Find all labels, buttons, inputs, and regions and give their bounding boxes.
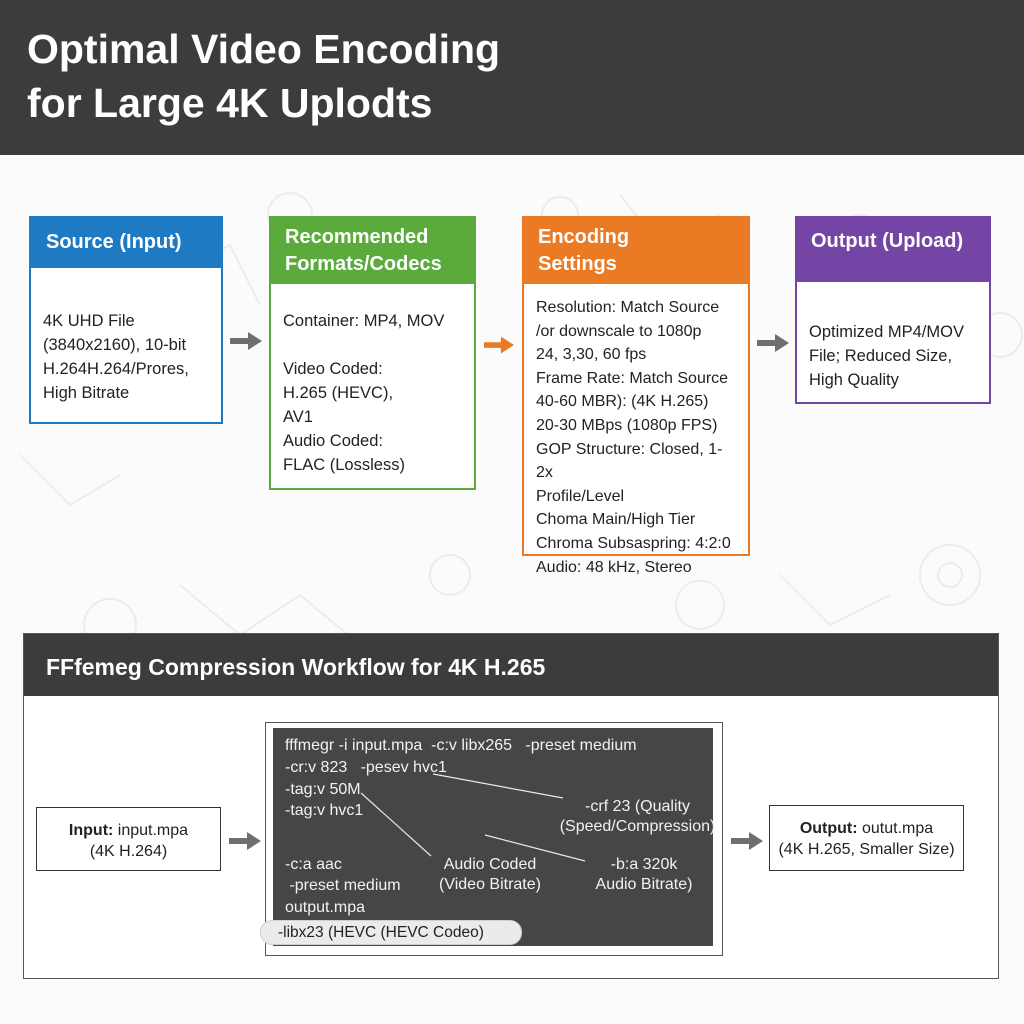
encoding-settings-box: Encoding Settings Resolution: Match Sour…: [522, 216, 750, 576]
command-frame: fffmegr -i input.mpa -c:v libx265 -prese…: [265, 722, 723, 956]
arrow-right-icon: [229, 832, 261, 850]
workflow-title: FFfemeg Compression Workflow for 4K H.26…: [24, 634, 998, 696]
arrow-right-icon: [230, 332, 262, 350]
command-line-2: -cr:v 823 -pesev hvc1: [285, 759, 447, 776]
audio-coded-annotation: Audio Coded (Video Bitrate): [439, 856, 541, 893]
input-detail: (4K H.264): [89, 843, 168, 860]
page-title: Optimal Video Encoding for Large 4K Uplo…: [27, 26, 501, 126]
workflow-output-line: Output: outut.mpa: [770, 818, 963, 839]
arrow-right-icon: [757, 334, 789, 352]
command-line-1: fffmegr -i input.mpa -c:v libx265 -prese…: [285, 737, 637, 754]
workflow-input-box: Input: input.mpa (4K H.264): [36, 807, 221, 871]
header-bar: Optimal Video Encoding for Large 4K Uplo…: [0, 0, 1024, 155]
output-label: Output:: [799, 820, 858, 837]
command-line-3: -tag:v 50M: [285, 781, 361, 798]
source-input-box: Source (Input) 4K UHD File (3840x2160), …: [29, 216, 223, 424]
source-box-title: Source (Input): [31, 218, 221, 268]
formats-box-body: Container: MP4, MOV Video Coded: H.265 (…: [283, 312, 445, 474]
command-line-7: output.mpa: [285, 899, 366, 916]
arrow-right-icon: [731, 832, 763, 850]
crf-annotation: -crf 23 (Quality (Speed/Compression): [559, 798, 716, 835]
audio-bitrate-annotation: -b:a 320k Audio Bitrate): [595, 856, 693, 893]
output-filename: outut.mpa: [857, 820, 934, 837]
workflow-input-line: Input: input.mpa: [37, 820, 220, 841]
annotation-lines: [360, 773, 586, 862]
output-detail: (4K H.265, Smaller Size): [778, 841, 955, 858]
formats-box-title: Recommended Formats/Codecs: [271, 218, 474, 284]
input-label: Input:: [68, 822, 114, 839]
output-box-title: Output (Upload): [797, 218, 989, 282]
workflow-output-box: Output: outut.mpa (4K H.265, Smaller Siz…: [769, 805, 964, 871]
arrow-right-icon: [484, 336, 514, 354]
command-line-4: -tag:v hvc1: [285, 802, 364, 819]
settings-box-body: Resolution: Match Source /or downscale t…: [536, 299, 731, 576]
codec-note-pill: -libx23 (HEVC (HEVC Codeo): [260, 920, 522, 945]
settings-box-title: Encoding Settings: [524, 218, 748, 284]
output-box-body: Optimized MP4/MOV File; Reduced Size, Hi…: [809, 323, 964, 389]
input-filename: input.mpa: [113, 822, 189, 839]
output-upload-box: Output (Upload) Optimized MP4/MOV File; …: [795, 216, 991, 404]
recommended-formats-box: Recommended Formats/Codecs Container: MP…: [269, 216, 476, 490]
command-line-6: -preset medium: [285, 877, 401, 894]
command-panel: fffmegr -i input.mpa -c:v libx265 -prese…: [273, 728, 715, 946]
command-line-5: -c:a aac: [285, 856, 342, 873]
source-box-body: 4K UHD File (3840x2160), 10-bit H.264H.2…: [43, 312, 189, 402]
